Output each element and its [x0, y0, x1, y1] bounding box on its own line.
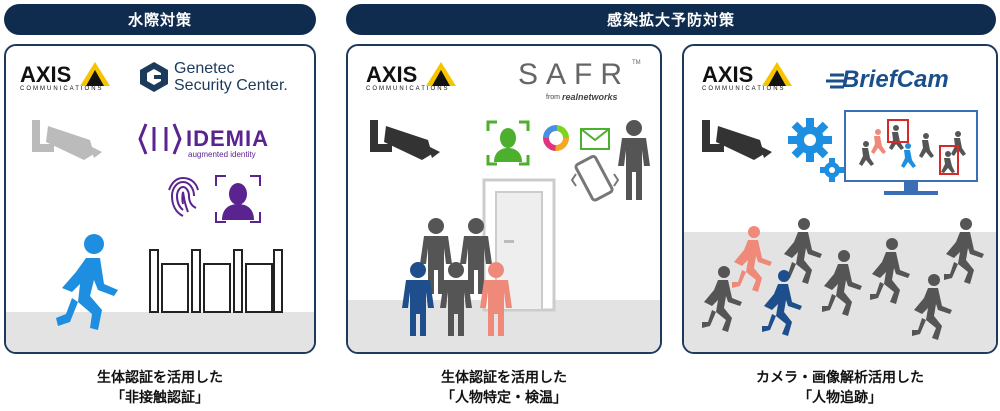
axis-triangle-icon: [762, 62, 792, 86]
floor: [6, 312, 314, 352]
safr-logo: SAFR: [518, 58, 631, 91]
idemia-name: IDEMIA: [186, 126, 269, 151]
caption-line1: 生体認証を活用した: [441, 370, 567, 386]
caption-line1: 生体認証を活用した: [97, 370, 223, 386]
axis-logo-sub: COMMUNICATIONS: [366, 86, 450, 92]
header-infection-prevention: 感染拡大予防対策: [346, 4, 996, 35]
phone-vibrate-icon: [570, 154, 620, 202]
axis-triangle-icon: [426, 62, 456, 86]
mail-icon: [580, 128, 610, 150]
axis-logo-sub: COMMUNICATIONS: [702, 86, 786, 92]
face-scan-icon: [215, 175, 261, 223]
caption-person-identification: 生体認証を活用した 「人物特定・検温」: [346, 368, 662, 408]
axis-logo: AXIS COMMUNICATIONS: [702, 62, 792, 92]
axis-logo-word: AXIS: [702, 62, 754, 87]
camera-icon: [702, 120, 772, 160]
color-ring-icon: [543, 125, 569, 151]
standing-person-icon: [618, 120, 650, 200]
idemia-mark-icon: [138, 123, 182, 155]
monitor-icon: [844, 110, 978, 195]
fingerprint-icon: [168, 176, 199, 217]
axis-logo: AXIS COMMUNICATIONS: [366, 62, 456, 92]
caption-contactless-auth: 生体認証を活用した 「非接触認証」: [4, 368, 316, 408]
camera-icon: [32, 120, 102, 160]
genetec-logo-line1: Genetec: [174, 60, 235, 77]
caption-line2: 「人物特定・検温」: [441, 390, 567, 406]
briefcam-lines-icon: [826, 73, 844, 89]
genetec-icon: [140, 62, 168, 92]
caption-person-tracking: カメラ・画像解析活用した 「人物追跡」: [682, 368, 998, 408]
panel-contactless-auth: AXIS COMMUNICATIONS Genetec Security Cen…: [4, 44, 316, 354]
caption-line1: カメラ・画像解析活用した: [756, 370, 924, 386]
face-recognition-icon: [486, 120, 530, 166]
gears-icon: [788, 118, 844, 182]
axis-logo: AXIS COMMUNICATIONS: [20, 62, 110, 92]
walking-person-icon: [56, 234, 118, 330]
axis-logo-word: AXIS: [366, 62, 418, 87]
panel-person-tracking: AXIS COMMUNICATIONS BriefCam: [682, 44, 998, 354]
caption-line2: 「非接触認証」: [111, 390, 209, 406]
header-water-border: 水際対策: [4, 4, 316, 35]
running-people-icon: [702, 218, 984, 340]
safr-from: from: [546, 94, 560, 101]
idemia-tagline: augmented identity: [188, 150, 256, 159]
crowd-people-icon: [402, 218, 512, 336]
caption-line2: 「人物追跡」: [798, 390, 882, 406]
axis-triangle-icon: [80, 62, 110, 86]
camera-icon: [370, 120, 440, 160]
briefcam-logo: BriefCam: [842, 66, 949, 93]
axis-logo-sub: COMMUNICATIONS: [20, 86, 104, 92]
genetec-logo-line2: Security Center.: [174, 77, 288, 94]
panel-person-identification: AXIS COMMUNICATIONS SAFR TM from realnet…: [346, 44, 662, 354]
safr-trademark: TM: [632, 60, 641, 66]
safr-brand: realnetworks: [562, 92, 618, 102]
axis-logo-word: AXIS: [20, 62, 72, 87]
turnstile-gates-icon: [149, 249, 283, 313]
